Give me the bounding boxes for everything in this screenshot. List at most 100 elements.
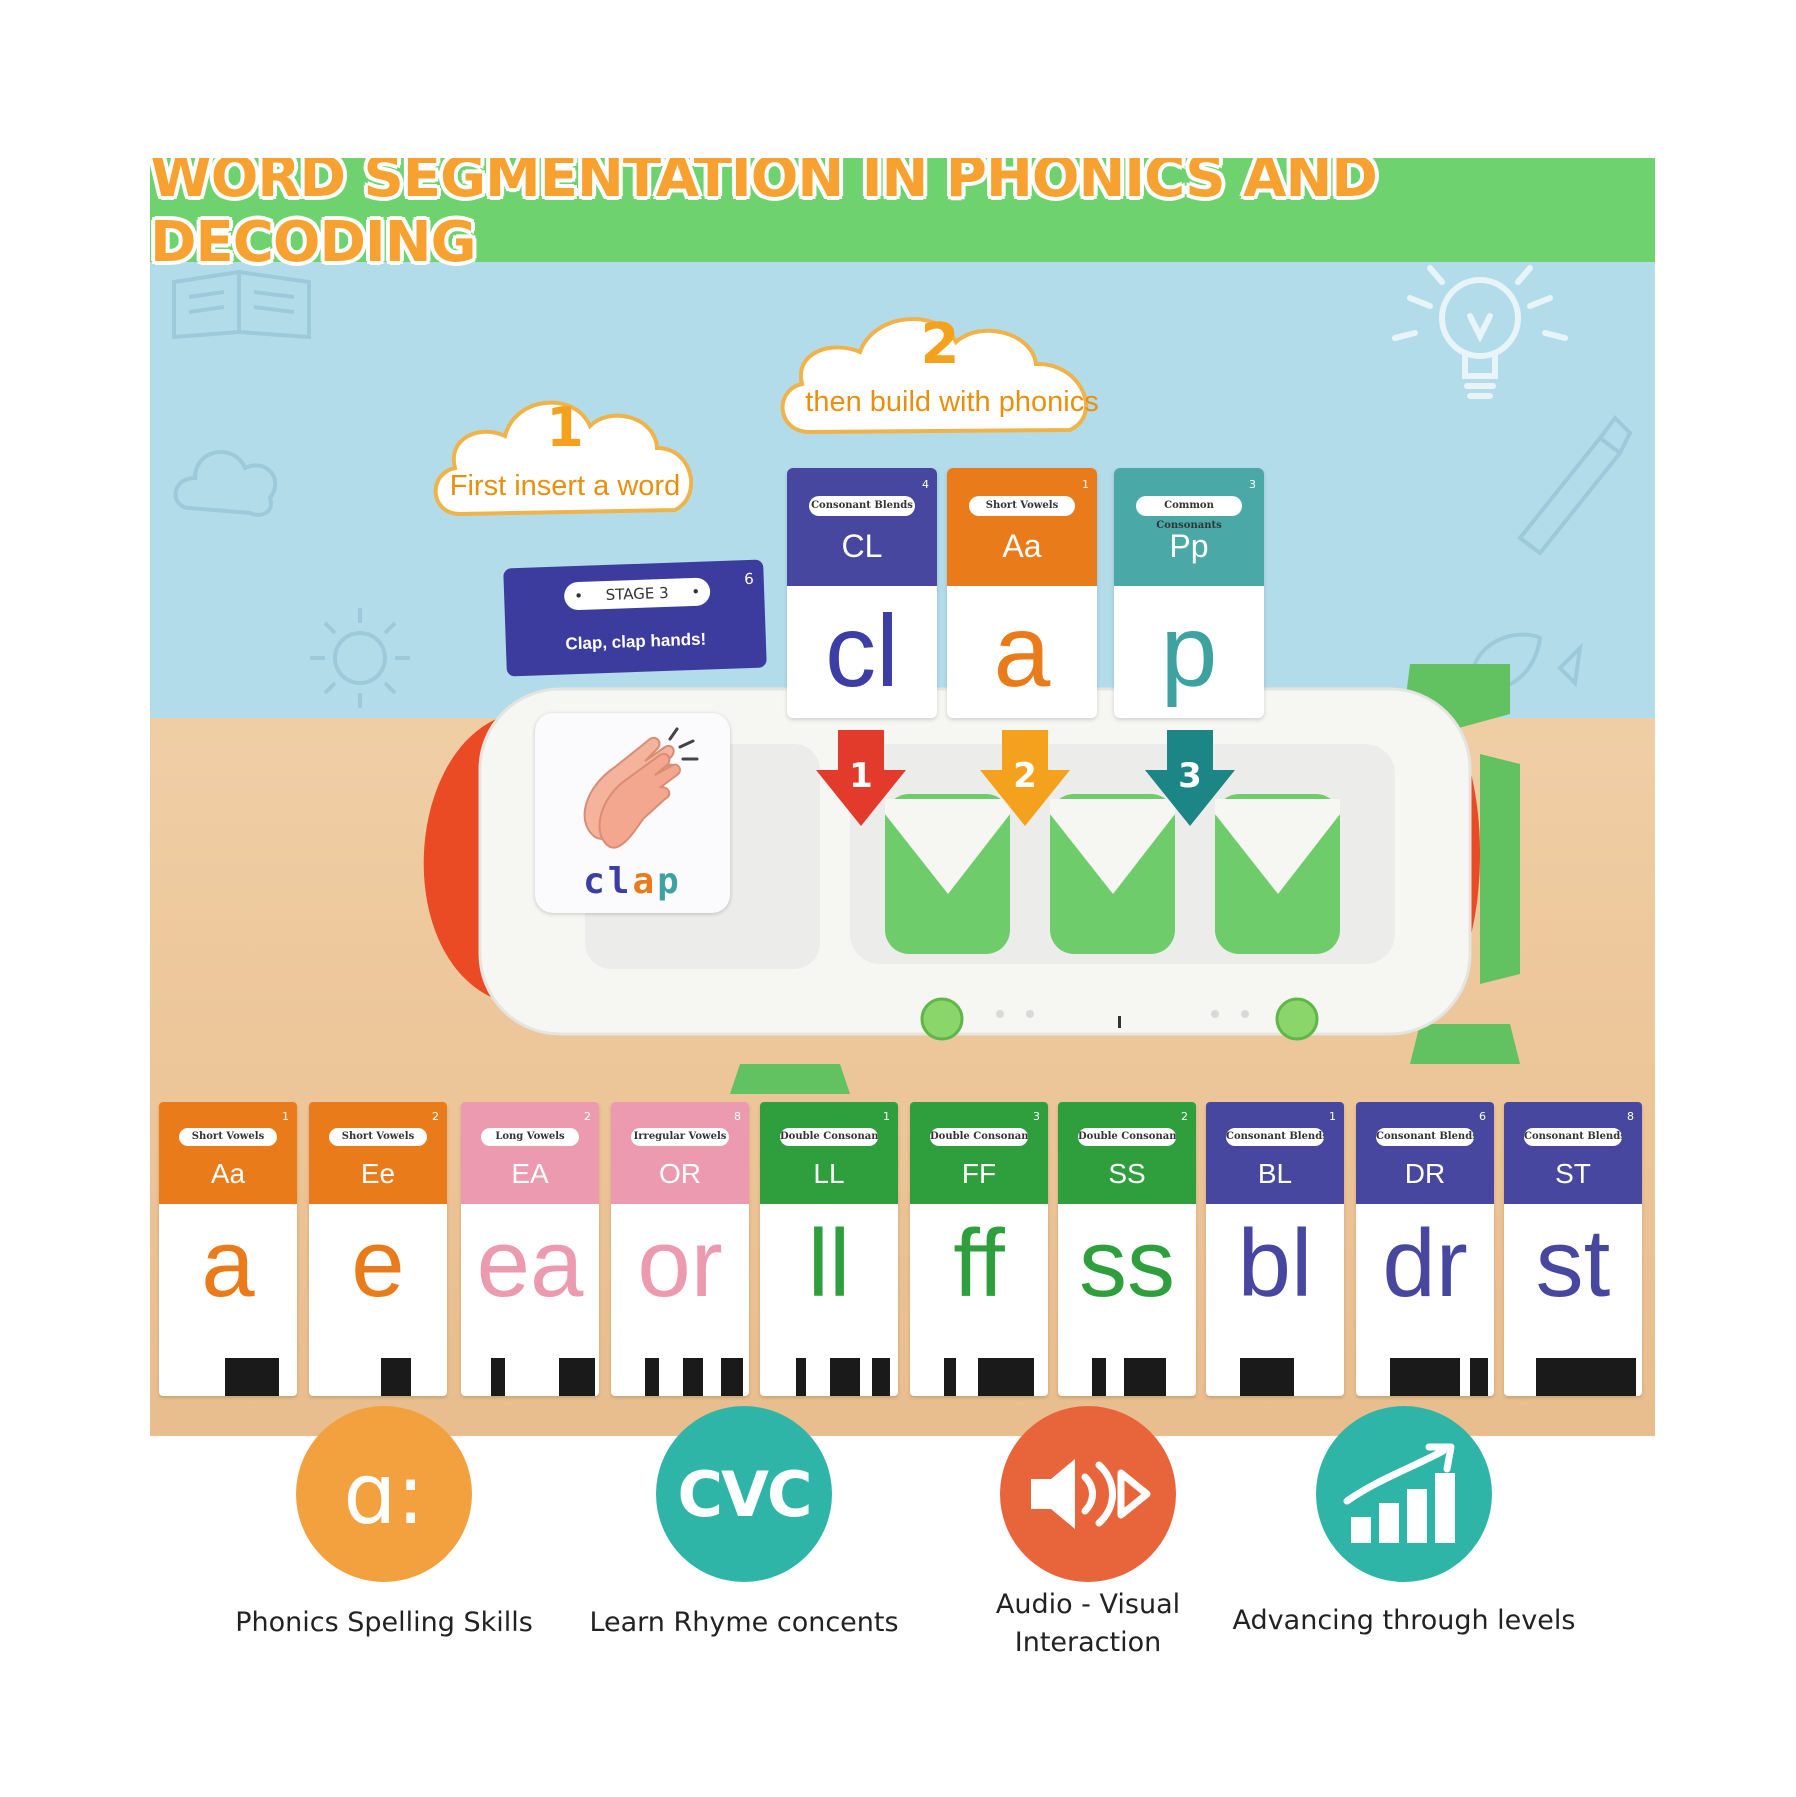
cloud-bubble-icon: [433, 400, 694, 517]
book-doodle-icon: [172, 269, 311, 340]
cloud-bubble-icon: [780, 317, 1089, 435]
card-caption: OR: [659, 1158, 701, 1189]
card-header: [1206, 1102, 1344, 1204]
product-panel: WORD SEGMENTATION IN PHONICS AND DECODIN…: [150, 158, 1655, 1436]
barcode-icon: [225, 1358, 279, 1396]
card-index: 8: [1627, 1110, 1634, 1123]
growth-chart-icon: [1316, 1406, 1492, 1582]
card-index: 2: [432, 1110, 439, 1123]
barcode-icon: [1240, 1358, 1294, 1396]
card-index: 1: [1082, 478, 1089, 491]
stage-label: • STAGE 3 •: [563, 577, 711, 611]
arrow-teal-icon: [1145, 730, 1235, 826]
top-card-3: Common Consonants 3 Pp p: [1114, 468, 1264, 718]
card-letters: cl: [825, 594, 899, 708]
barcode-icon: [645, 1358, 743, 1396]
barcode-icon: [1390, 1358, 1488, 1396]
barcode-icon: [381, 1358, 411, 1396]
card-caption: ST: [1555, 1158, 1591, 1189]
step-2-number: 2: [920, 312, 960, 377]
barcode-icon: [796, 1358, 890, 1396]
card-category: Short Vowels: [179, 1128, 277, 1146]
step-1-number: 1: [546, 396, 584, 459]
cvc-icon: CVC: [656, 1406, 832, 1582]
card-letters: or: [637, 1210, 723, 1317]
feature-label-line-1: Audio - Visual: [995, 1589, 1181, 1620]
barcode-icon: [944, 1358, 1034, 1396]
card-header: [910, 1102, 1048, 1204]
word-part-1: cl: [583, 861, 633, 902]
card-caption: Aa: [210, 1158, 246, 1189]
picture-card: clap: [535, 713, 730, 913]
card-category: Consonant Blends: [1524, 1128, 1622, 1146]
card-category: Short Vowels: [969, 496, 1075, 516]
stage-text: STAGE 3: [605, 583, 669, 605]
cloud-doodle-icon: [173, 450, 278, 517]
card-header: [760, 1102, 898, 1204]
speaker-icon: [1000, 1406, 1176, 1582]
top-card-2: Short Vowels 1 Aa a: [947, 468, 1097, 718]
word-part-2: a: [632, 861, 658, 902]
card-index: 1: [883, 1110, 890, 1123]
feature-label: Phonics Spelling Skills: [235, 1607, 533, 1638]
card-letters: e: [351, 1210, 405, 1317]
cvc-symbol: CVC: [677, 1457, 813, 1531]
card-index: 2: [584, 1110, 591, 1123]
barcode-icon: [491, 1358, 595, 1396]
slot-number-2: 2: [1013, 756, 1037, 796]
step-2-text: then build with phonics: [805, 386, 1099, 418]
word-part-3: p: [657, 861, 682, 902]
card-category: Short Vowels: [329, 1128, 427, 1146]
card-letters: st: [1535, 1210, 1611, 1317]
alpha-symbol: ɑ:: [343, 1445, 425, 1543]
card-caption: Ee: [360, 1158, 396, 1189]
clapping-hands-icon: [583, 727, 699, 849]
step-1-cloud: 1 First insert a word: [425, 386, 705, 526]
arrow-red-icon: [816, 730, 906, 826]
card-category: Consonant Blends: [1226, 1128, 1324, 1146]
card-letters: ff: [953, 1210, 1005, 1317]
card-caption: LL: [813, 1158, 845, 1189]
speaker-sound-icon: [1031, 1459, 1151, 1529]
pill-dot-icon: •: [573, 586, 584, 606]
card-category: Consonant Blends: [1376, 1128, 1474, 1146]
card-letters: ss: [1079, 1210, 1175, 1317]
card-caption: DR: [1404, 1158, 1446, 1189]
stage-card: • STAGE 3 • 6 Clap, clap hands!: [503, 559, 767, 677]
barcode-icon: [1092, 1358, 1166, 1396]
card-index: 3: [1033, 1110, 1040, 1123]
card-letters: bl: [1237, 1210, 1313, 1317]
card-category: Double Consonants: [930, 1128, 1028, 1146]
card-header: [1058, 1102, 1196, 1204]
card-index: 1: [282, 1110, 289, 1123]
card-index: 8: [734, 1110, 741, 1123]
card-letters: ea: [476, 1210, 584, 1317]
card-category: Consonant Blends: [809, 496, 915, 516]
step-2-cloud: 2 then build with phonics: [770, 304, 1110, 444]
card-category: Common Consonants: [1136, 496, 1242, 531]
card-header: [787, 468, 937, 586]
card-category: Double Consonants: [780, 1128, 878, 1146]
alpha-icon: ɑ:: [296, 1406, 472, 1582]
pencil-doodle-icon: [1517, 414, 1633, 556]
sun-doodle-icon: [310, 608, 410, 708]
card-index: 3: [1249, 478, 1256, 491]
card-header: [1114, 468, 1264, 586]
barcode-icon: [1536, 1358, 1636, 1396]
card-letters: ll: [807, 1210, 851, 1317]
top-card-1: Consonant Blends 4 CL cl: [787, 468, 937, 718]
card-caption: SS: [1108, 1158, 1146, 1189]
card-header: [309, 1102, 447, 1204]
bar-chart-arrow-icon: [1343, 1443, 1455, 1543]
card-header: [1356, 1102, 1494, 1204]
card-caption: Pp: [1169, 528, 1209, 564]
card-letters: dr: [1382, 1210, 1468, 1317]
card-letters: p: [1160, 594, 1218, 708]
card-caption: EA: [511, 1158, 549, 1189]
